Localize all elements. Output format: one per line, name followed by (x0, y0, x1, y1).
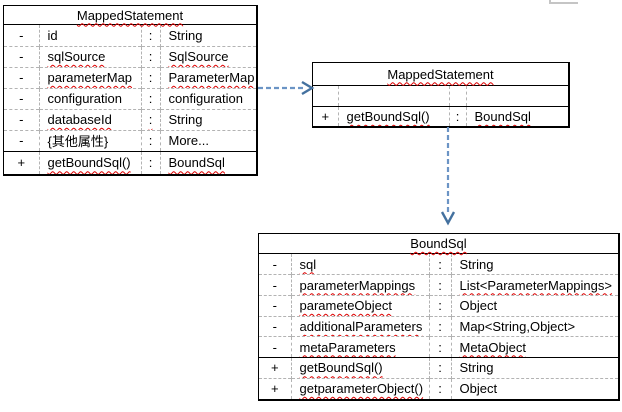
colon-separator: : (428, 377, 451, 399)
empty-attributes-row (313, 86, 568, 106)
class-title: MappedStatement (4, 6, 256, 25)
member-name: getBoundSql() (290, 356, 429, 379)
visibility-symbol: + (4, 150, 39, 174)
member-type: String (159, 25, 256, 46)
member-type: String (450, 356, 618, 379)
method-row-getboundsql: + getBoundSql() : BoundSql (4, 150, 256, 174)
class-title: MappedStatement (313, 63, 568, 86)
method-row-getparameterobject: + getparameterObject() : Object (259, 377, 618, 399)
stray-border-fragment (549, 0, 578, 4)
member-name: getBoundSql() (38, 150, 141, 174)
visibility-symbol: - (259, 336, 291, 358)
member-name: {其他属性} (38, 129, 141, 151)
member-row-parametermap: - parameterMap : ParameterMap (4, 66, 256, 88)
member-type: MetaObject (450, 336, 618, 358)
visibility-symbol: - (272, 256, 277, 272)
colon-separator: : (140, 87, 160, 109)
colon-separator (448, 86, 466, 106)
member-name: parameterMappings (290, 274, 429, 296)
visibility-symbol: - (4, 108, 39, 130)
member-type: Object (450, 377, 618, 399)
visibility-symbol: - (4, 66, 39, 88)
colon-separator: : (140, 45, 160, 67)
colon-separator: : (428, 274, 451, 296)
member-name: parameterMap (38, 66, 141, 88)
colon-separator: : (428, 336, 451, 358)
member-name: databaseId (38, 108, 141, 130)
member-type: List<ParameterMappings> (450, 274, 618, 296)
colon-separator: : (428, 254, 451, 275)
colon-separator: : (428, 315, 451, 337)
member-type: Map<String,Object> (450, 315, 618, 337)
visibility-symbol: - (19, 27, 24, 43)
member-type: String (450, 254, 618, 275)
member-name: configuration (38, 87, 141, 109)
visibility-symbol: - (4, 87, 39, 109)
member-type (465, 86, 568, 106)
member-type: configuration (159, 87, 256, 109)
visibility-symbol: + (259, 356, 291, 379)
class-title-text: BoundSql (410, 236, 467, 251)
visibility-symbol: - (4, 129, 39, 151)
class-box-mappedstatement-detail: MappedStatement - id : String - sqlSourc… (3, 5, 258, 176)
colon-separator: : (140, 66, 160, 88)
member-name: id (38, 25, 141, 46)
colon-separator: : (140, 150, 160, 174)
member-row-metaparameters: - metaParameters : MetaObject (259, 336, 618, 358)
member-name: additionalParameters (290, 315, 429, 337)
member-name: getparameterObject() (290, 377, 429, 399)
member-type: ParameterMap (159, 66, 256, 88)
dependency-arrow-down-icon (440, 127, 456, 226)
member-type: String (159, 108, 256, 130)
member-row-sqlsource: - sqlSource : SqlSource (4, 45, 256, 67)
member-name: parameteObject (290, 294, 429, 317)
member-type: BoundSql (465, 105, 568, 126)
colon-separator: : (448, 105, 466, 126)
member-row-parametermappings: - parameterMappings : List<ParameterMapp… (259, 274, 618, 296)
class-box-mappedstatement-simple: MappedStatement + getBoundSql() : BoundS… (312, 62, 570, 128)
class-title-text: MappedStatement (76, 7, 184, 23)
member-name: getBoundSql() (337, 105, 449, 126)
class-box-boundsql: BoundSql - sql : String - parameterMappi… (258, 233, 620, 401)
visibility-symbol: - (259, 274, 291, 296)
member-row-id: - id : String (4, 25, 256, 46)
class-members-table: + getBoundSql() : BoundSql (313, 86, 568, 126)
member-type: More... (159, 129, 256, 151)
member-name (337, 86, 449, 106)
visibility-symbol: - (259, 315, 291, 337)
member-row-other-attrs: - {其他属性} : More... (4, 129, 256, 151)
member-name: sqlSource (38, 45, 141, 67)
member-row-additionalparameters: - additionalParameters : Map<String,Obje… (259, 315, 618, 337)
visibility-symbol: - (259, 294, 291, 317)
colon-separator: : (140, 25, 160, 46)
colon-separator: : (428, 294, 451, 317)
colon-separator: : (140, 108, 160, 130)
class-title: BoundSql (259, 234, 618, 254)
dependency-arrow-right-icon (258, 80, 315, 96)
member-name: metaParameters (290, 336, 429, 358)
method-row-getboundsql: + getBoundSql() : BoundSql (313, 105, 568, 126)
member-row-sql: - sql : String (259, 254, 618, 275)
member-type: BoundSql (159, 150, 256, 174)
class-members-table: - id : String - sqlSource : SqlSource - … (4, 25, 256, 174)
member-type: SqlSource (159, 45, 256, 67)
colon-separator: : (428, 356, 451, 379)
visibility-symbol: + (259, 377, 291, 399)
member-name: sql (290, 254, 429, 275)
visibility-symbol: - (4, 45, 39, 67)
colon-separator: : (140, 129, 160, 151)
class-members-table: - sql : String - parameterMappings : Lis… (259, 254, 618, 399)
class-title-text: MappedStatement (387, 66, 494, 82)
member-row-parameteobject: - parameteObject : Object (259, 294, 618, 317)
visibility-symbol (313, 86, 338, 106)
method-row-getboundsql: + getBoundSql() : String (259, 356, 618, 379)
visibility-symbol: + (313, 105, 338, 126)
member-type: Object (450, 294, 618, 317)
member-row-databaseid: - databaseId : String (4, 108, 256, 130)
member-row-configuration: - configuration : configuration (4, 87, 256, 109)
